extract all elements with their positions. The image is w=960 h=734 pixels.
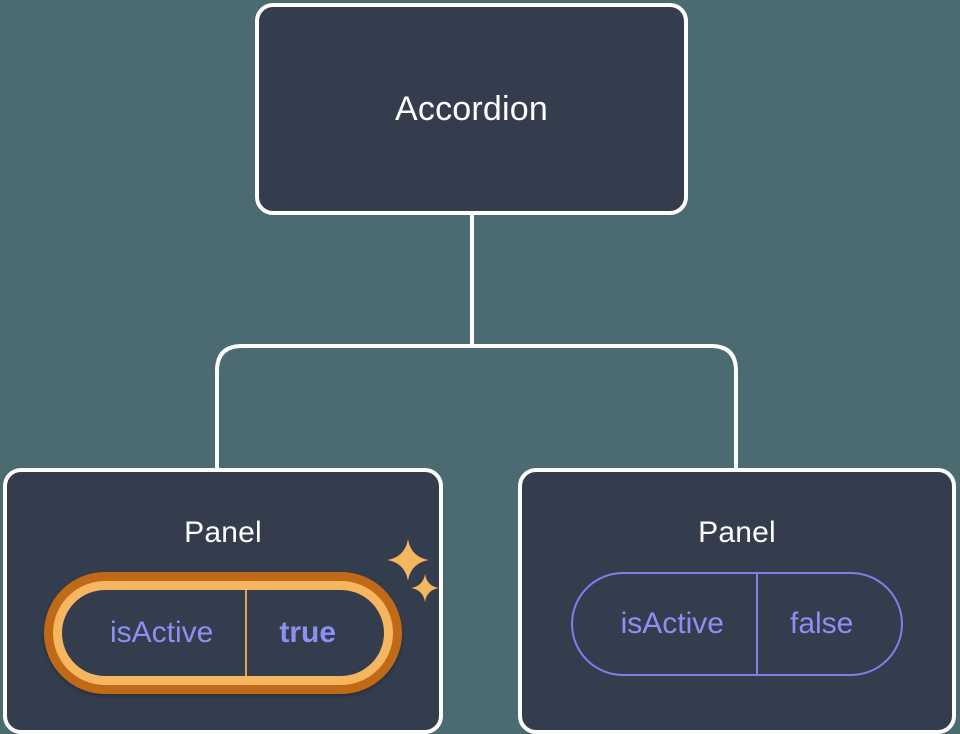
prop-pill-wrapper-active: isActive true xyxy=(43,572,403,694)
prop-pill-inner-ring: isActive true xyxy=(52,581,394,685)
prop-value-true: true xyxy=(245,590,384,676)
node-panel-inactive[interactable]: Panel isActive false xyxy=(518,468,956,734)
prop-key-isactive: isActive xyxy=(620,607,724,640)
node-panel-inactive-title: Panel xyxy=(698,516,776,549)
prop-pill-isactive-false[interactable]: isActive false xyxy=(570,572,904,676)
prop-key-isactive: isActive xyxy=(109,616,214,649)
prop-pill-core: isActive true xyxy=(61,590,385,676)
node-accordion-title: Accordion xyxy=(395,90,548,128)
prop-value-false: false xyxy=(755,574,901,674)
edge-branch-bar xyxy=(215,344,738,472)
prop-pill-wrapper-inactive: isActive false xyxy=(570,572,904,676)
node-panel-active[interactable]: Panel isActive true xyxy=(3,468,443,734)
node-panel-active-title: Panel xyxy=(184,516,262,549)
prop-pill-isactive-true[interactable]: isActive true xyxy=(43,572,403,694)
node-accordion[interactable]: Accordion xyxy=(255,3,688,215)
